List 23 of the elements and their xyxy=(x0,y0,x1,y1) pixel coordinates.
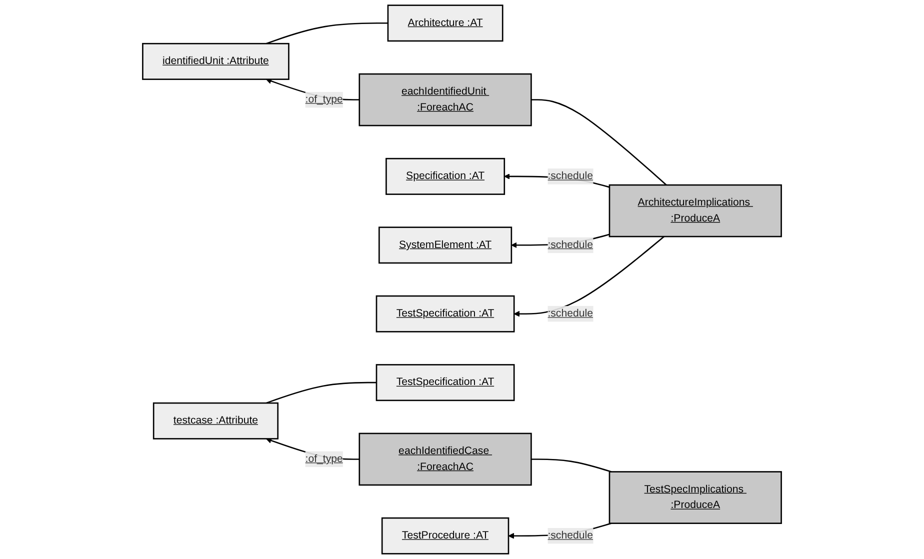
node-box: Specification :AT xyxy=(386,158,506,195)
node-box: eachIdentifiedCase :ForeachAC xyxy=(358,432,532,486)
edge-label: :of_type xyxy=(305,453,343,465)
connector xyxy=(266,382,376,404)
node-box: TestSpecImplications :ProduceA xyxy=(608,471,782,524)
edge-label: :schedule xyxy=(548,530,593,542)
node-box: ArchitectureImplications :ProduceA xyxy=(608,184,782,238)
connector xyxy=(531,458,612,472)
connector xyxy=(531,99,667,186)
connector xyxy=(266,22,388,44)
node-box: eachIdentifiedUnit :ForeachAC xyxy=(358,73,532,126)
node-box: TestSpecification :AT xyxy=(376,364,515,402)
node-box: identifiedUnit :Attribute xyxy=(142,42,290,80)
edge-label: :schedule xyxy=(548,308,593,320)
node-box: SystemElement :AT xyxy=(378,226,512,264)
node-box: Architecture :AT xyxy=(387,4,504,42)
node-box: testcase :Attribute xyxy=(152,402,279,440)
node-box: TestSpecification :AT xyxy=(376,295,515,332)
edge-label: :schedule xyxy=(548,170,593,182)
edge-label: :schedule xyxy=(548,239,593,250)
node-box: TestProcedure :AT xyxy=(381,517,510,554)
arrow xyxy=(514,236,665,317)
edge-label: :of_type xyxy=(305,94,343,106)
